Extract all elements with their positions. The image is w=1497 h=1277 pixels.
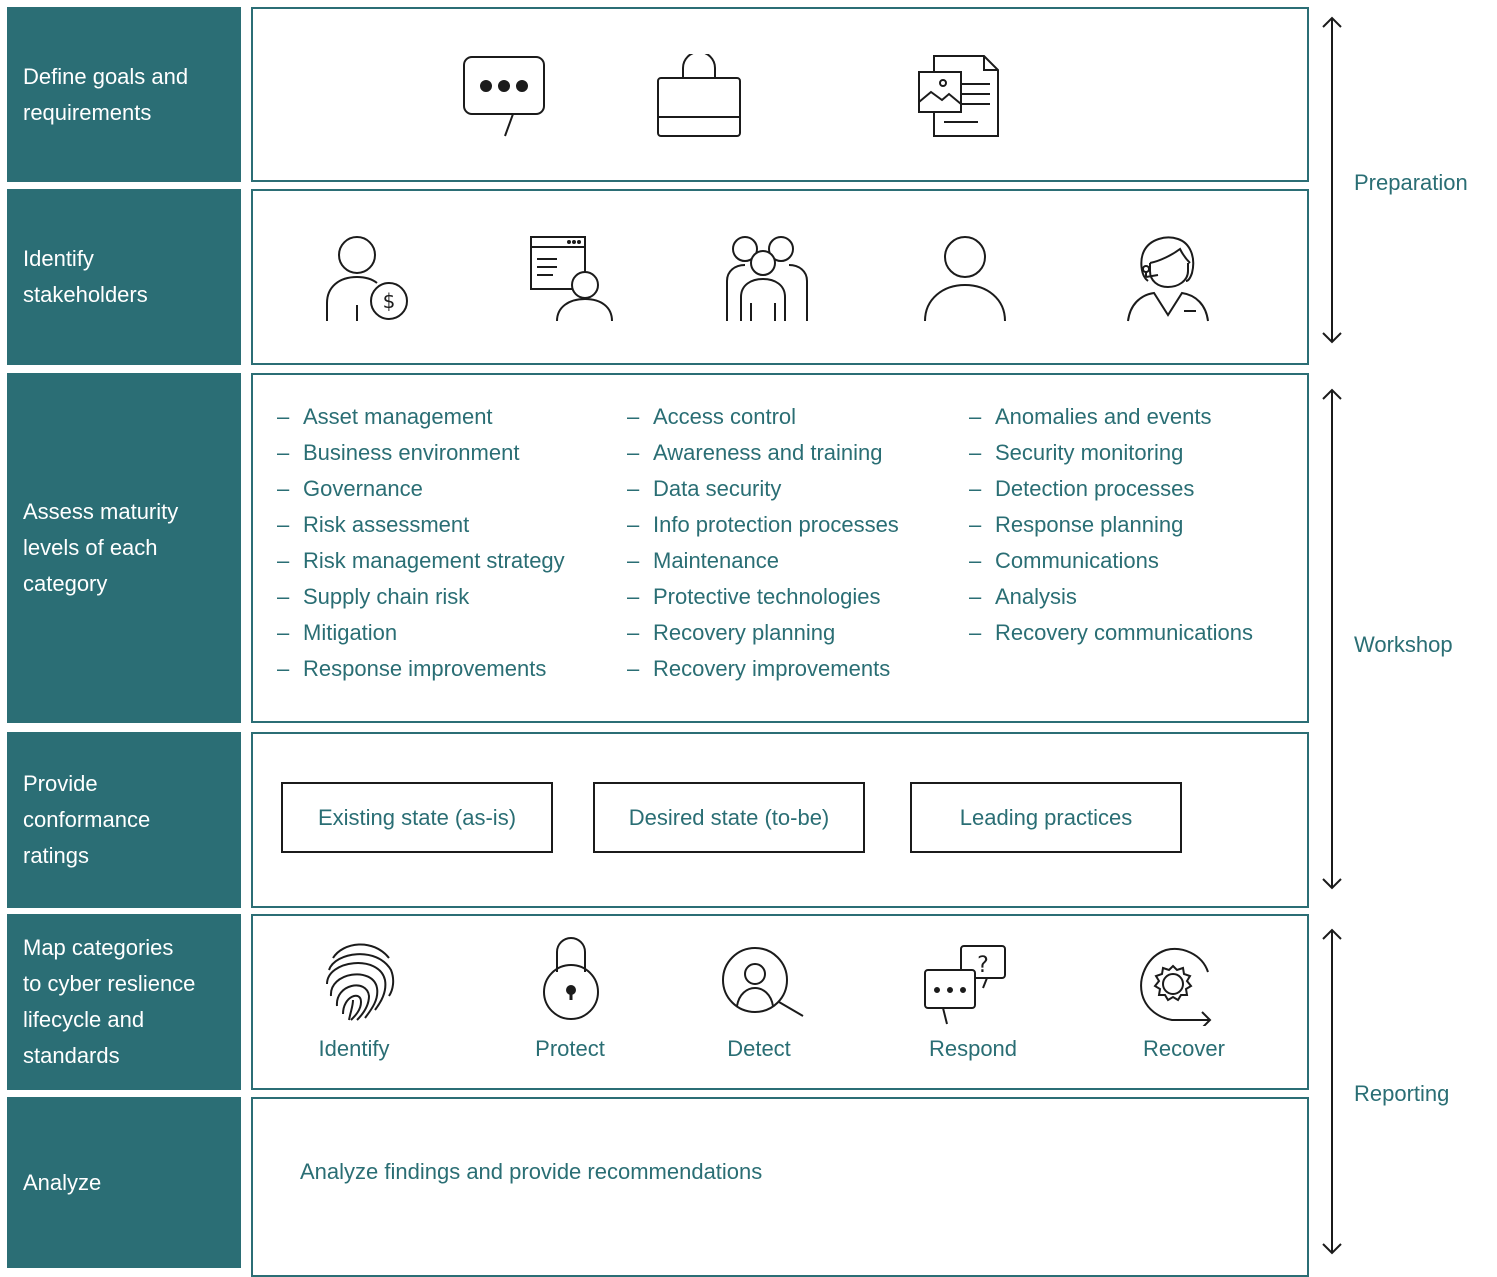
goals-panel [251, 7, 1309, 182]
svg-text:?: ? [977, 953, 989, 978]
padlock-icon [541, 936, 601, 1022]
category-item: –Recovery planning [627, 620, 836, 645]
rating-box-desired: Desired state (to-be) [593, 782, 865, 853]
person-dollar-icon: $ [325, 235, 415, 323]
chat-bubble-icon [461, 54, 549, 142]
categories-panel: –Asset management –Business environment … [251, 373, 1309, 723]
category-item: –Governance [277, 476, 423, 501]
person-icon [923, 235, 1007, 323]
category-item: –Risk assessment [277, 512, 470, 537]
briefcase-icon [655, 54, 743, 142]
category-item: –Asset management [277, 404, 493, 429]
step-label-analyze: Analyze [7, 1097, 241, 1268]
category-item: –Recovery improvements [627, 656, 891, 681]
category-column-1: –Asset management –Business environment … [277, 399, 565, 687]
rating-box-existing: Existing state (as-is) [281, 782, 553, 853]
functions-panel: ? Identify Protect Detect Respond Recove… [251, 914, 1309, 1090]
step-label-conformance-ratings: Provide conformance ratings [7, 732, 241, 908]
step-label-assess-maturity: Assess maturity levels of each category [7, 373, 241, 723]
magnifier-person-icon [721, 946, 805, 1022]
function-label-detect: Detect [727, 1036, 791, 1061]
category-item: –Detection processes [969, 476, 1195, 501]
function-label-recover: Recover [1143, 1036, 1225, 1061]
preparation-arrow [1318, 16, 1346, 349]
group-icon [725, 235, 809, 323]
support-agent-icon [1126, 235, 1210, 323]
step-label-define-goals: Define goals and requirements [7, 7, 241, 182]
category-item: –Maintenance [627, 548, 779, 573]
category-item: –Awareness and training [627, 440, 883, 465]
workshop-arrow [1318, 388, 1346, 895]
category-item: –Analysis [969, 584, 1077, 609]
fingerprint-icon [323, 936, 399, 1022]
category-item: –Business environment [277, 440, 520, 465]
phase-label-reporting: Reporting [1354, 1081, 1450, 1106]
category-item: –Data security [627, 476, 782, 501]
category-item: –Mitigation [277, 620, 398, 645]
stakeholders-panel: $ [251, 189, 1309, 365]
chat-question-icon: ? [923, 944, 1009, 1030]
category-item: –Communications [969, 548, 1159, 573]
category-item: –Access control [627, 404, 797, 429]
category-item: –Protective technologies [627, 584, 881, 609]
analyze-text: Analyze findings and provide recommendat… [300, 1159, 763, 1184]
analyze-panel: Analyze findings and provide recommendat… [251, 1097, 1309, 1277]
documents-icon [916, 54, 1004, 142]
phase-label-preparation: Preparation [1354, 170, 1468, 195]
gear-cycle-icon [1136, 946, 1214, 1026]
function-label-respond: Respond [928, 1036, 1018, 1061]
category-item: –Security monitoring [969, 440, 1184, 465]
category-item: –Risk management strategy [277, 548, 565, 573]
category-column-2: –Access control –Awareness and training … [627, 399, 899, 687]
person-browser-icon [529, 235, 619, 323]
phase-label-workshop: Workshop [1354, 632, 1453, 657]
step-label-map-categories: Map categories to cyber reslience lifecy… [7, 914, 241, 1090]
function-label-protect: Protect [535, 1036, 605, 1061]
rating-box-leading: Leading practices [910, 782, 1182, 853]
category-item: –Response improvements [277, 656, 547, 681]
ratings-panel: Existing state (as-is) Desired state (to… [251, 732, 1309, 908]
category-item: –Supply chain risk [277, 584, 470, 609]
category-item: –Anomalies and events [969, 404, 1212, 429]
category-column-3: –Anomalies and events –Security monitori… [969, 399, 1253, 651]
svg-text:$: $ [383, 289, 396, 313]
category-item: –Response planning [969, 512, 1184, 537]
function-label-identify: Identify [318, 1036, 390, 1061]
step-label-identify-stakeholders: Identify stakeholders [7, 189, 241, 365]
category-item: –Recovery communications [969, 620, 1253, 645]
category-item: –Info protection processes [627, 512, 899, 537]
reporting-arrow [1318, 928, 1346, 1260]
